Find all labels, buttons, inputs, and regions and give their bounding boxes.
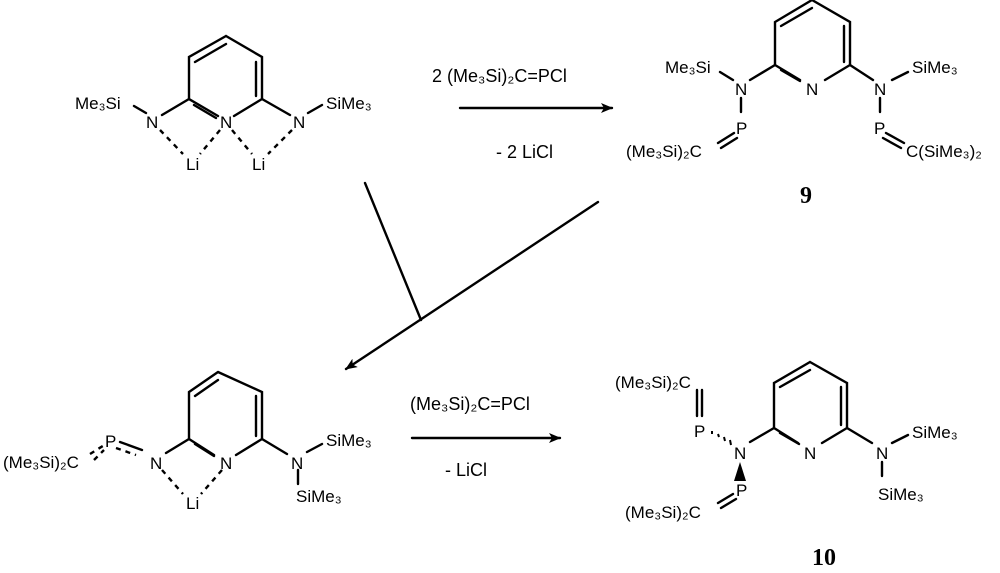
amide-n-right: N: [291, 454, 303, 473]
byproduct-label: - LiCl: [445, 460, 487, 480]
compound-number-10: 10: [812, 545, 836, 571]
compound-10: (Me₃Si)₂C P N P (Me₃Si)₂C N N SiMe₃ SiMe…: [615, 360, 958, 571]
lithium: Li: [186, 494, 199, 513]
n-substituent-right: SiMe₃: [326, 94, 372, 113]
reagent-label: 2 (Me₃Si)₂C=PCl: [432, 66, 567, 86]
methylene-right: C(SiMe₃)₂: [906, 142, 982, 161]
methylene-bottom: (Me₃Si)₂C: [625, 503, 701, 522]
amide-n-right: N: [876, 444, 888, 463]
amide-n-right: N: [293, 113, 305, 132]
phosphorus-right: P: [874, 119, 885, 138]
phosphorus: P: [105, 432, 116, 451]
intermediate-lithium-amide: (Me₃Si)₂C P N N N SiMe₃ SiMe₃ Li: [3, 370, 372, 513]
silyl-down: SiMe₃: [296, 487, 342, 506]
convergent-arrow: [344, 181, 600, 371]
amide-n-left: N: [146, 113, 158, 132]
wedge-bond: [734, 462, 746, 481]
compound-9: Me₃Si N N N SiMe₃ P P (Me₃Si)₂C C(SiMe₃)…: [626, 0, 982, 209]
phosphorus-bottom: P: [736, 481, 747, 500]
silyl-right: SiMe₃: [912, 423, 958, 442]
amide-n-right: N: [874, 80, 886, 99]
n-substituent-left: Me₃Si: [665, 58, 711, 77]
byproduct-label: - 2 LiCl: [496, 142, 553, 162]
starting-material-dilithium-amide: Me₃Si N N N SiMe₃ Li Li: [75, 34, 372, 174]
amide-n-left: N: [734, 444, 746, 463]
n-substituent-right: SiMe₃: [912, 58, 958, 77]
n-substituent-left: Me₃Si: [75, 94, 121, 113]
pyridine-n: N: [220, 113, 232, 132]
silyl-right: SiMe₃: [326, 431, 372, 450]
lithium-right: Li: [252, 155, 265, 174]
methylene-left: (Me₃Si)₂C: [626, 142, 702, 161]
amide-n-left: N: [150, 454, 162, 473]
pyridine-n: N: [806, 80, 818, 99]
pyridine-n: N: [220, 454, 232, 473]
pyridine-n: N: [804, 444, 816, 463]
phosphorus-top: P: [694, 422, 705, 441]
methylene-carbon: (Me₃Si)₂C: [3, 453, 79, 472]
amide-n-left: N: [735, 80, 747, 99]
reaction-arrow-bottom: (Me₃Si)₂C=PCl - LiCl: [410, 394, 562, 480]
phosphorus-left: P: [736, 119, 747, 138]
compound-number-9: 9: [800, 183, 812, 209]
reagent-label: (Me₃Si)₂C=PCl: [410, 394, 530, 414]
silyl-down: SiMe₃: [878, 485, 924, 504]
methylene-top: (Me₃Si)₂C: [615, 373, 691, 392]
lithium-left: Li: [186, 155, 199, 174]
reaction-arrow-top: 2 (Me₃Si)₂C=PCl - 2 LiCl: [432, 66, 614, 162]
